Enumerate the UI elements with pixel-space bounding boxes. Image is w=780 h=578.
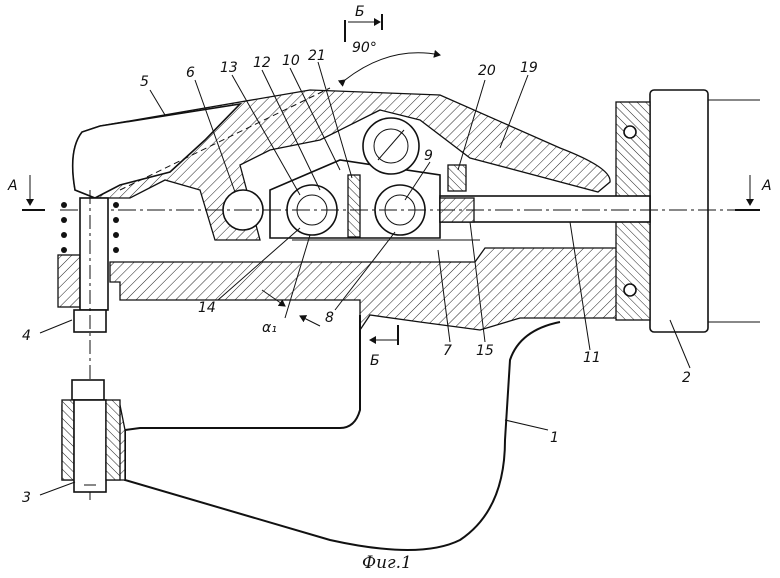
callout-20: 21: [308, 48, 326, 64]
section-a-left: A: [7, 178, 18, 194]
callout-10: 10: [282, 53, 300, 69]
callout-11: 11: [583, 350, 601, 366]
figure-caption: Фиг.1: [362, 553, 412, 573]
callout-7: 7: [443, 343, 452, 359]
section-a-right: A: [761, 178, 772, 194]
callout-19: 19: [520, 60, 538, 76]
section-marks: [22, 14, 760, 345]
callout-2: 2: [682, 370, 691, 386]
angle-mark: 90°: [352, 40, 377, 56]
lower-die-3: [61, 379, 121, 493]
callout-12: 12: [253, 55, 271, 71]
callout-15: 15: [476, 343, 494, 359]
spring: [61, 202, 119, 253]
section-b-bottom: Б: [370, 353, 380, 369]
alpha-label: α₁: [262, 320, 277, 336]
callout-14: 14: [198, 300, 216, 316]
rod-assembly: [60, 164, 760, 241]
callout-5: 5: [140, 74, 149, 90]
callout-6: 6: [186, 65, 195, 81]
callouts: 5 6 13 12 10 21 20 19 9 14 8 7 15 11 2 1…: [22, 48, 691, 506]
callout-8: 8: [325, 310, 334, 326]
callout-9: 9: [424, 148, 433, 164]
section-b-top: Б: [355, 4, 365, 20]
roller-cage: [269, 117, 441, 239]
callout-3: 3: [22, 490, 31, 506]
callout-1: 1: [550, 430, 559, 446]
callout-4: 4: [22, 328, 31, 344]
leader-lines: [39, 61, 691, 496]
upper-punch-4: [57, 190, 119, 500]
callout-21: 20: [478, 63, 496, 79]
callout-13: 13: [220, 60, 238, 76]
